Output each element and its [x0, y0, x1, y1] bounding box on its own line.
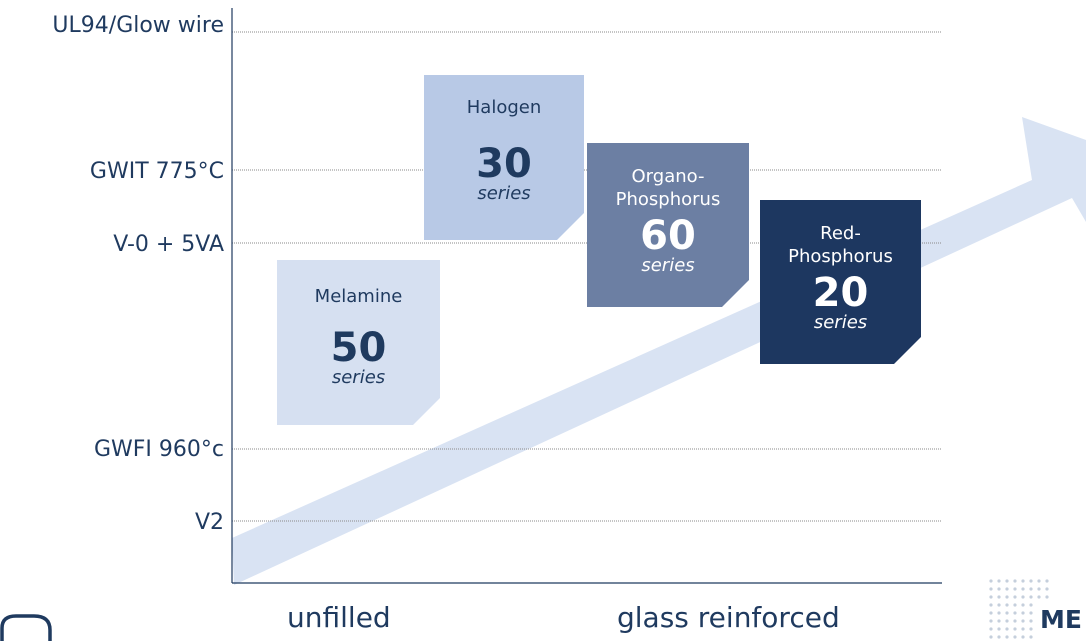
- box-halogen-name: Halogen: [466, 97, 542, 118]
- box-organo-shape: [587, 143, 749, 307]
- x-label-glass-reinforced: glass reinforced: [617, 601, 840, 634]
- box-red-series: series: [813, 312, 868, 333]
- y-label-v2: V2: [194, 510, 224, 535]
- box-halogen-shape: [424, 75, 584, 240]
- box-organo-number: 60: [640, 213, 696, 259]
- box-red-shape: [760, 200, 921, 364]
- box-red-phosphorus: Red- Phosphorus 20 series: [760, 222, 921, 333]
- box-red-name: Red- Phosphorus: [788, 223, 893, 267]
- y-label-ul94: UL94/Glow wire: [52, 13, 224, 38]
- box-organo-series: series: [641, 255, 695, 276]
- box-red-number: 20: [812, 270, 869, 316]
- box-halogen-number: 30: [476, 141, 532, 187]
- y-label-v0: V-0 + 5VA: [113, 232, 224, 257]
- box-halogen-series: series: [477, 183, 531, 204]
- box-melamine-number: 50: [330, 325, 387, 371]
- x-label-unfilled: unfilled: [287, 601, 391, 634]
- box-melamine: Melamine 50 series: [277, 285, 440, 388]
- box-organo-phosphorus: Organo- Phosphorus 60 series: [587, 165, 749, 276]
- progression-arrow: [232, 117, 1086, 585]
- corner-logo-icon: [0, 614, 52, 641]
- box-melamine-name: Melamine: [314, 286, 403, 307]
- box-melamine-shape: [277, 260, 440, 425]
- y-label-gwfi: GWFI 960°c: [93, 437, 224, 462]
- box-organo-name: Organo- Phosphorus: [615, 166, 721, 210]
- logo-text: ME: [1040, 605, 1082, 634]
- y-label-gwit: GWIT 775°C: [89, 159, 224, 184]
- box-halogen: Halogen 30 series: [424, 96, 584, 204]
- box-melamine-series: series: [331, 367, 386, 388]
- logo-dot-grid-icon: [989, 579, 1049, 639]
